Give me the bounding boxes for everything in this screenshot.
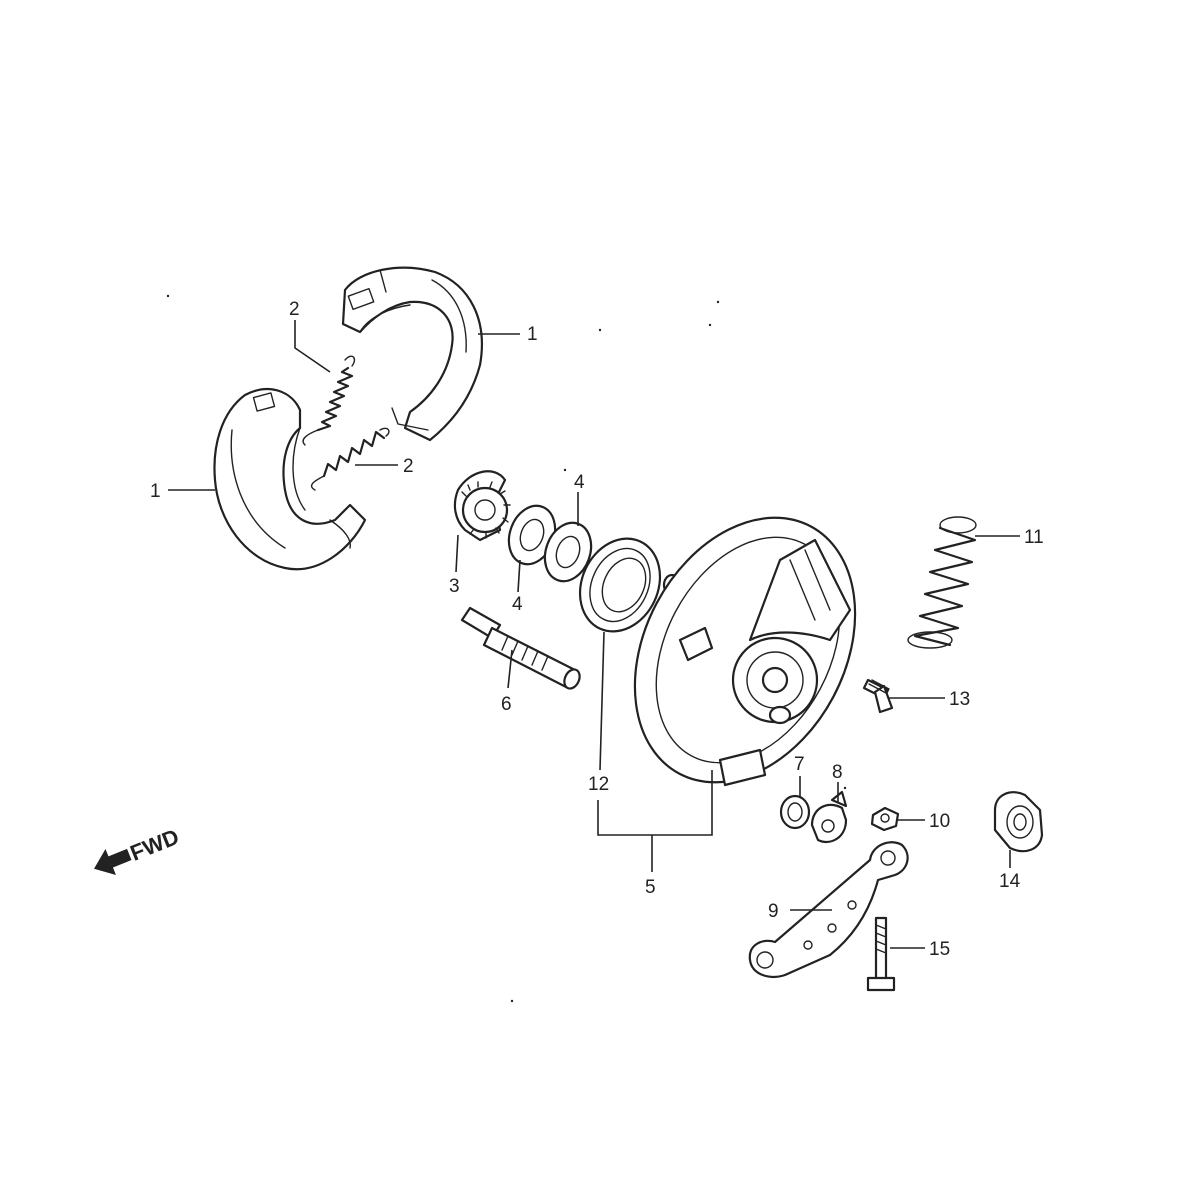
spring-lower xyxy=(310,427,390,491)
label-screw: 13 xyxy=(949,689,970,710)
label-washer-a: 4 xyxy=(512,594,523,615)
fwd-label: FWD xyxy=(127,824,183,866)
label-seal-small: 7 xyxy=(794,754,805,775)
label-nut-small: 10 xyxy=(929,811,950,832)
screw xyxy=(862,678,894,714)
label-gear: 3 xyxy=(449,576,460,597)
label-oil-seal: 12 xyxy=(588,774,609,795)
axle-nut xyxy=(993,791,1044,853)
label-cam: 6 xyxy=(501,694,512,715)
label-arm: 9 xyxy=(768,901,779,922)
label-axle-nut: 14 xyxy=(999,871,1021,892)
label-indicator-plate: 8 xyxy=(832,762,843,783)
nut xyxy=(870,806,900,832)
brake-shoe-upper xyxy=(341,266,483,442)
oil-seal xyxy=(578,537,682,633)
brake-panel xyxy=(633,516,857,787)
label-bolt: 15 xyxy=(929,939,950,960)
wear-indicator-plate xyxy=(810,790,848,844)
dust-seal xyxy=(779,794,811,830)
label-spring-upper: 2 xyxy=(289,299,300,320)
spring-upper xyxy=(302,355,356,446)
return-spring xyxy=(907,516,977,649)
bolt xyxy=(866,916,896,992)
label-brake-shoe-upper: 1 xyxy=(527,324,538,345)
fwd-indicator: FWD xyxy=(94,824,183,875)
brake-cam xyxy=(460,606,581,690)
scan-specks xyxy=(166,294,847,1003)
label-return-spring: 11 xyxy=(1024,527,1044,548)
label-washer-b: 4 xyxy=(574,472,585,493)
label-brake-shoe-lower: 1 xyxy=(150,481,161,502)
indicator-gear xyxy=(453,470,511,542)
label-spring-lower: 2 xyxy=(403,456,414,477)
forward-arrow-icon xyxy=(94,848,132,875)
label-brake-panel: 5 xyxy=(645,877,656,898)
brake-shoe-lower xyxy=(213,388,367,571)
leader-lines xyxy=(168,320,1020,949)
